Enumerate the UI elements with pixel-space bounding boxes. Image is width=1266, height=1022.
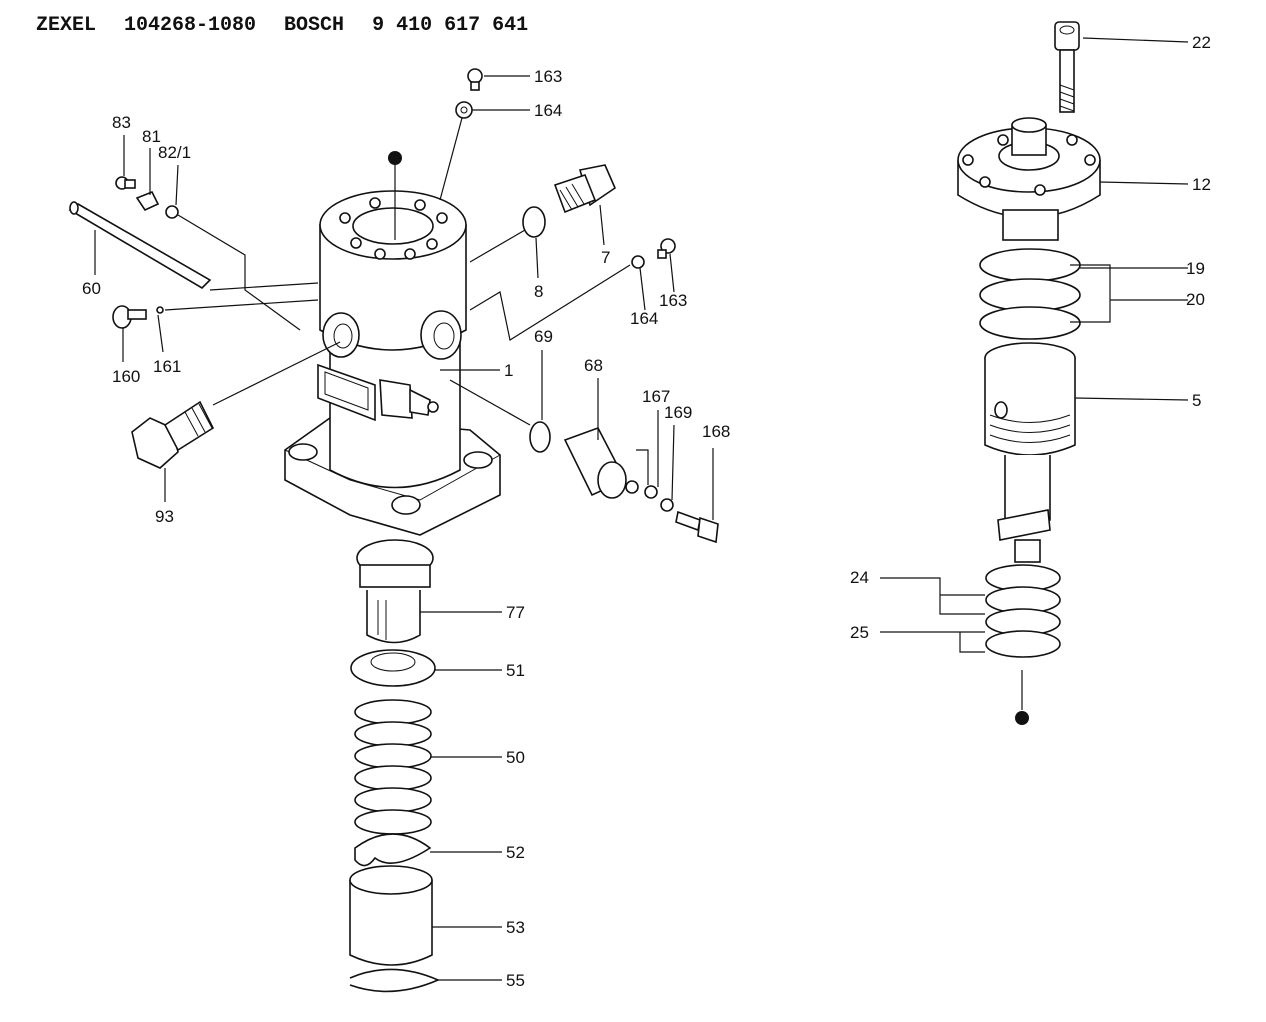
- callout-52: 52: [506, 843, 525, 862]
- washer-164b: [631, 255, 645, 269]
- bolt-93: [131, 400, 215, 469]
- nut-167: [644, 485, 658, 499]
- pump-housing: [284, 190, 501, 536]
- washer-82-1: [165, 205, 179, 219]
- callout-60: 60: [82, 279, 101, 298]
- callout-55: 55: [506, 971, 525, 990]
- bolt-168: [675, 510, 719, 544]
- o-ring-19: [979, 248, 1081, 282]
- washer-161: [156, 306, 164, 314]
- callout-51: 51: [506, 661, 525, 680]
- callout-164-right: 164: [630, 309, 658, 328]
- callout-12: 12: [1192, 175, 1211, 194]
- bolt-22: [1054, 21, 1080, 113]
- gasket-69: [529, 421, 551, 453]
- bosch-part-number: 9 410 617 641: [372, 14, 529, 37]
- callout-53: 53: [506, 918, 525, 937]
- sleeve-68: [563, 427, 627, 499]
- screw-160: [112, 305, 147, 329]
- barrel-flange-12: [957, 117, 1101, 219]
- rod-60: [68, 201, 212, 290]
- delivery-valve-holder-7: [553, 164, 616, 214]
- callout-5: 5: [1192, 391, 1201, 410]
- callout-168: 168: [702, 422, 730, 441]
- spring-seat-52: [354, 833, 432, 867]
- top-reference-dot: [388, 151, 402, 165]
- top-screw-163: [467, 68, 483, 91]
- callout-20: 20: [1186, 290, 1205, 309]
- callout-50: 50: [506, 748, 525, 767]
- callout-7: 7: [601, 248, 610, 267]
- callout-83: 83: [112, 113, 131, 132]
- zexel-part-number: 104268-1080: [124, 14, 257, 37]
- o-ring-8: [522, 206, 546, 238]
- callout-160: 160: [112, 367, 140, 386]
- callout-167: 167: [642, 387, 670, 406]
- bottom-reference-dot: [1015, 711, 1029, 725]
- callout-69: 69: [534, 327, 553, 346]
- circlip-55: [349, 968, 441, 993]
- callout-25: 25: [850, 623, 869, 642]
- callout-68: 68: [584, 356, 603, 375]
- tappet-53: [349, 865, 433, 966]
- callout-labels: 22 12 19 20 5 24 25 163 164 83 81 82/1 6…: [82, 33, 1211, 990]
- lower-rings-24-25: [985, 564, 1061, 658]
- callout-161: 161: [153, 357, 181, 376]
- callout-163-right: 163: [659, 291, 687, 310]
- callout-93: 93: [155, 507, 174, 526]
- callout-77: 77: [506, 603, 525, 622]
- barrel-neck: [1002, 209, 1059, 241]
- control-sleeve-77: [356, 539, 434, 644]
- callout-22: 22: [1192, 33, 1211, 52]
- o-ring-20b: [979, 306, 1081, 340]
- callout-169: 169: [664, 403, 692, 422]
- plunger-spring-50: [354, 699, 432, 835]
- plunger-barrel-5: [984, 342, 1076, 563]
- callout-1: 1: [504, 361, 513, 380]
- washer-169: [660, 498, 674, 512]
- bracket-81: [135, 190, 160, 212]
- callout-163-top: 163: [534, 67, 562, 86]
- brand-bosch: BOSCH: [284, 14, 345, 37]
- callout-164-top: 164: [534, 101, 562, 120]
- screw-83: [115, 176, 136, 190]
- spring-seat-51: [350, 649, 436, 687]
- callout-8: 8: [534, 282, 543, 301]
- drawing-header: ZEXEL 104268-1080 BOSCH 9 410 617 641: [36, 14, 556, 44]
- callout-19: 19: [1186, 259, 1205, 278]
- brand-zexel: ZEXEL: [36, 14, 97, 37]
- top-washer-164: [455, 101, 473, 119]
- washer-167: [625, 480, 639, 494]
- callout-81: 81: [142, 127, 161, 146]
- callout-82-1: 82/1: [158, 143, 191, 162]
- callout-24: 24: [850, 568, 869, 587]
